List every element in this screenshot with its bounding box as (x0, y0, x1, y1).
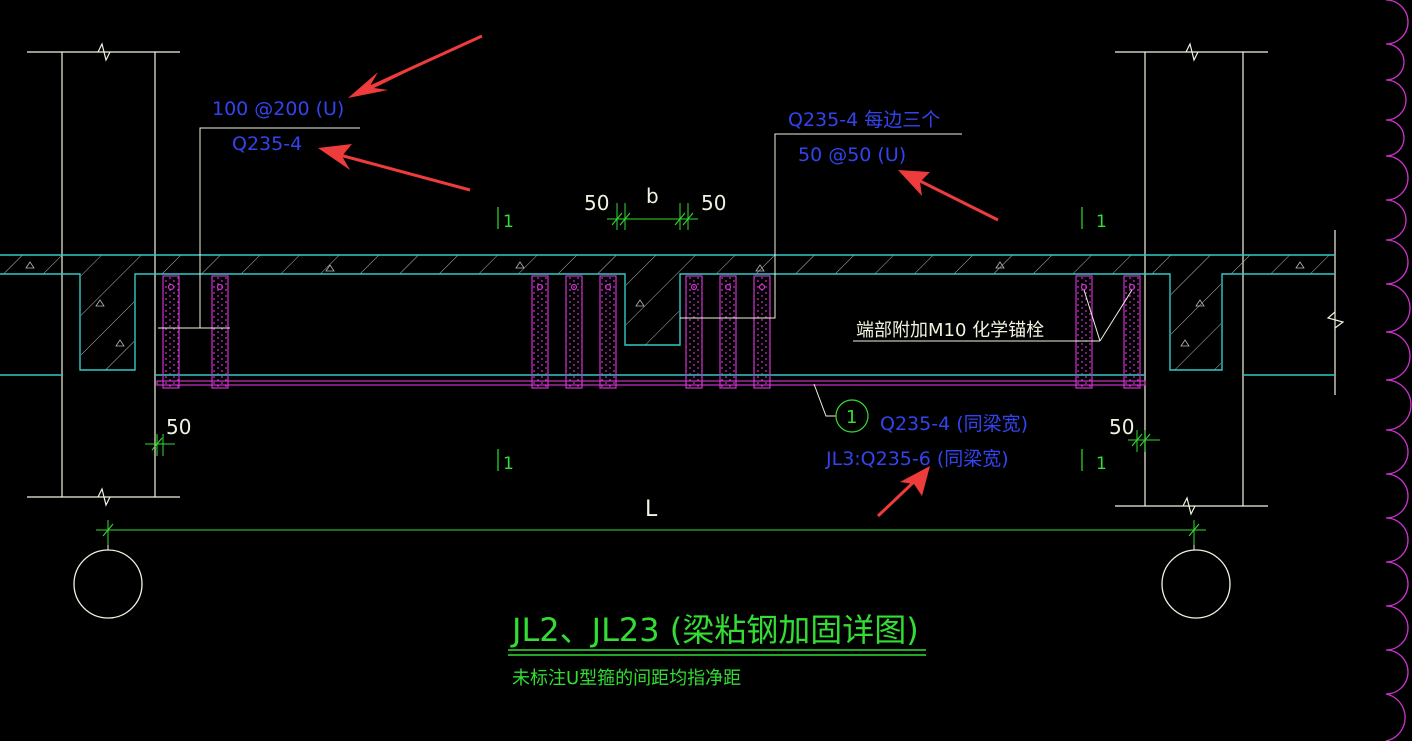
red-arrow (318, 144, 471, 192)
u-stirrup-strip (719, 275, 737, 389)
u-stirrup-strip (599, 275, 617, 389)
red-arrow (348, 34, 483, 98)
u-stirrup-strip (211, 275, 229, 389)
dimension-lines (96, 203, 1206, 545)
drawing-note: 未标注U型箍的间距均指净距 (512, 668, 741, 689)
dimension-50-bottom-right: 50 (1109, 415, 1134, 439)
plate-ref-circle (835, 399, 869, 433)
section-mark-bottom-left: 1 (503, 454, 514, 474)
u-stirrup-strip (565, 275, 583, 389)
anchor-note: 端部附加M10 化学锚栓 (856, 320, 1044, 341)
plate-steel-jl3-label: JL3:Q235-6 (同梁宽) (825, 448, 1009, 470)
red-arrow (898, 170, 999, 222)
plate-ref-number: 1 (846, 407, 857, 428)
stirrup-steel-label: Q235-4 (232, 133, 302, 155)
u-stirrups (162, 275, 1141, 389)
revision-cloud (1385, 0, 1412, 741)
axis-bubble-right (1161, 549, 1231, 619)
u-stirrup-strip (162, 275, 180, 389)
dimension-b: b (646, 184, 659, 208)
section-mark-top-left: 1 (503, 212, 514, 232)
dimension-50-right-top: 50 (701, 191, 726, 215)
axis-bubble-left (73, 549, 143, 619)
section-mark-bottom-right: 1 (1096, 454, 1107, 474)
right-column (1115, 42, 1345, 516)
u-stirrup-strip (753, 275, 771, 389)
bottom-steel-plate (156, 380, 1146, 386)
stirrup-spacing-label: 100 @200 (U) (212, 98, 344, 120)
u-stirrup-strip (1123, 275, 1141, 389)
dimension-50-bottom-left: 50 (166, 415, 191, 439)
u-stirrup-strip (1075, 275, 1093, 389)
u-stirrup-strip (685, 275, 703, 389)
drawing-title: JL2、JL23 (梁粘钢加固详图) (510, 611, 919, 649)
section-mark-top-right: 1 (1096, 212, 1107, 232)
plate-steel-label: Q235-4 (同梁宽) (880, 413, 1028, 435)
end-spacing-label: 50 @50 (U) (798, 144, 906, 166)
u-stirrup-strip (531, 275, 549, 389)
section-cut-marks (497, 207, 1083, 471)
leader-lines (158, 127, 1133, 417)
span-label-L: L (645, 497, 658, 522)
red-arrow (876, 466, 930, 518)
dimension-50-left-top: 50 (584, 191, 609, 215)
floor-slab (0, 254, 1335, 376)
end-steel-label: Q235-4 每边三个 (788, 109, 940, 131)
